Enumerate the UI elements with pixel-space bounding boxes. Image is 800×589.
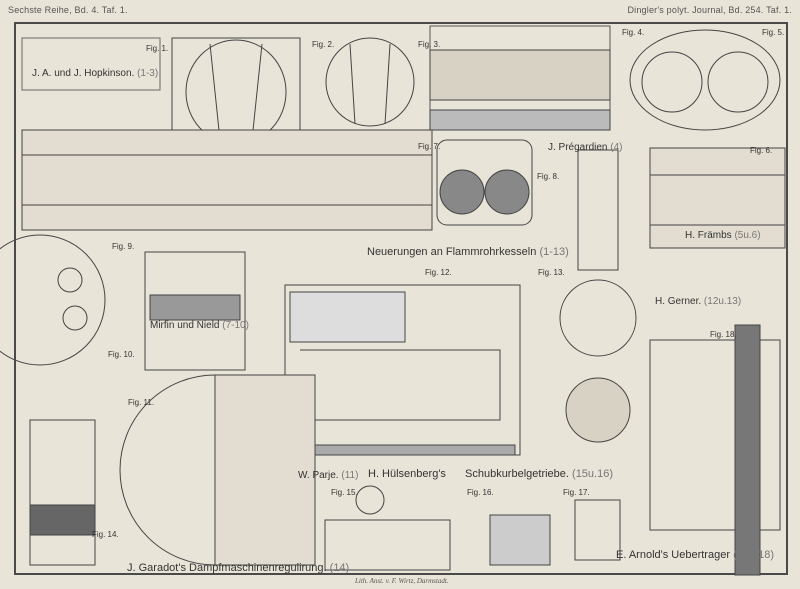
fig-13-label: Fig. 13. [538, 268, 565, 277]
fig-12-label: Fig. 12. [425, 268, 452, 277]
plate-header-right: Dingler's polyt. Journal, Bd. 254. Taf. … [627, 5, 792, 15]
fig5-drawing [629, 29, 781, 131]
fig-7-label: Fig. 7. [418, 142, 441, 151]
fig-14-label: Fig. 14. [92, 530, 119, 539]
fig-5-label: Fig. 5. [762, 28, 785, 37]
fig-10-label: Fig. 10. [108, 350, 135, 359]
title-neuerungen: Neuerungen an Flammrohrkesseln (1-13) [367, 246, 569, 258]
title-schubkurbel: Schubkurbelgetriebe. (15u.16) [465, 468, 614, 480]
plate-frame [14, 22, 788, 575]
fig-6-label: Fig. 6. [750, 146, 773, 155]
fig9-drawing [0, 234, 106, 366]
lithographer-imprint: Lith. Anst. v. F. Wirtz, Darmstadt. [355, 577, 449, 585]
fig15-drawing [324, 485, 451, 571]
fig-4-label: Fig. 4. [622, 28, 645, 37]
fig18-drawing [649, 324, 781, 576]
fig-16-label: Fig. 16. [467, 488, 494, 497]
fig-2-label: Fig. 2. [312, 40, 335, 49]
fig-3-label: Fig. 3. [418, 40, 441, 49]
title-arnold: E. Arnold's Uebertrager (17u.18) [616, 549, 775, 561]
fig-8-label: Fig. 8. [537, 172, 560, 181]
fig11-drawing [119, 374, 316, 566]
fig-15-label: Fig. 15. [331, 488, 358, 497]
fig-11-label: Fig. 11. [128, 398, 155, 407]
title-hopkinson: J. A. und J. Hopkinson. (1-3) [32, 68, 159, 79]
fig-17-label: Fig. 17. [563, 488, 590, 497]
fig2-drawing [171, 37, 301, 145]
fig-18-label: Fig. 18. [710, 330, 737, 339]
fig-9-label: Fig. 9. [112, 242, 135, 251]
title-garadot: J. Garadot's Dampfmaschinenregulirung. (… [127, 562, 350, 574]
fig12-drawing [284, 284, 521, 456]
fig8-drawing [436, 139, 533, 226]
title-mirfin: Mirfin und Nield (7-10) [150, 320, 249, 331]
fig6-drawing [649, 147, 786, 249]
fig10-drawing [144, 251, 246, 371]
title-hulsenberg: H. Hülsenberg's [368, 468, 446, 480]
fig7-drawing [21, 129, 433, 231]
title-gerner: H. Gerner. (12u.13) [655, 296, 742, 307]
title-parje: W. Parje. (11) [298, 470, 359, 481]
fig14-drawing [29, 419, 96, 566]
plate-header-left: Sechste Reihe, Bd. 4. Taf. 1. [8, 5, 128, 15]
fig16-drawing [489, 514, 551, 566]
fig-1-label: Fig. 1. [146, 44, 169, 53]
title-pregardien: J. Prégardien (4) [548, 142, 623, 153]
fig1-drawing [21, 37, 161, 91]
fig4-drawing [429, 25, 611, 131]
fig17-drawing [574, 499, 621, 561]
title-frambs: H. Främbs (5u.6) [685, 230, 761, 241]
fig3-drawing [325, 37, 415, 127]
fig13-drawing [559, 149, 637, 443]
